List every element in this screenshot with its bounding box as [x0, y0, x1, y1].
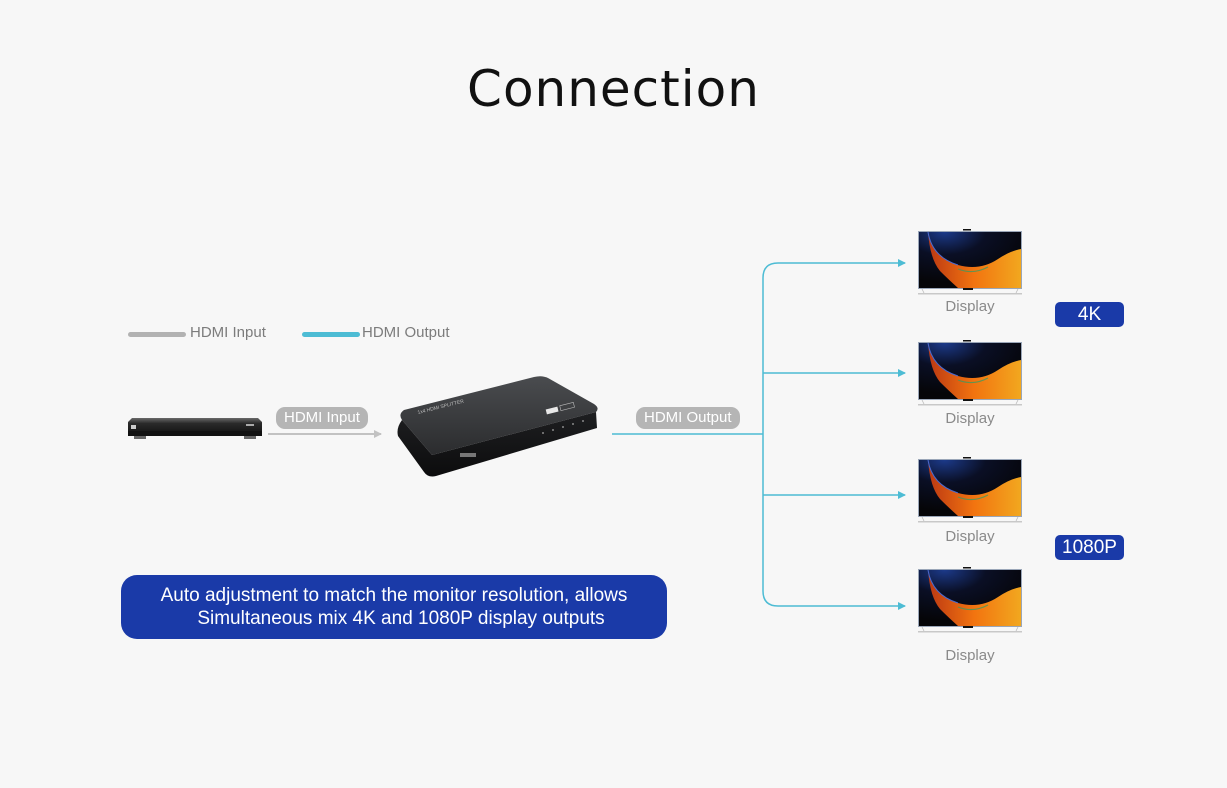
display-label: Display [945, 410, 995, 427]
output-branch-4 [762, 434, 906, 610]
legend-output-swatch [302, 332, 360, 337]
tv-icon [918, 340, 1022, 406]
legend-output-label: HDMI Output [362, 324, 450, 341]
display-4 [918, 567, 1022, 635]
legend-input-label: HDMI Input [190, 324, 266, 341]
output-branch-1 [762, 259, 906, 434]
output-link-label: HDMI Output [636, 407, 740, 429]
display-label: Display [945, 528, 995, 545]
display-1 [918, 229, 1022, 297]
tv-icon [918, 229, 1022, 295]
page-title: Connection [467, 60, 760, 118]
display-label: Display [945, 647, 995, 664]
display-label: Display [945, 298, 995, 315]
note-line-2: Simultaneous mix 4K and 1080P display ou… [197, 608, 605, 629]
input-link-label: HDMI Input [276, 407, 368, 429]
resolution-badge-4k: 4K [1055, 302, 1124, 327]
display-2 [918, 340, 1022, 408]
note-box: Auto adjustment to match the monitor res… [121, 575, 667, 639]
resolution-badge-1080p: 1080P [1055, 535, 1124, 560]
note-line-1: Auto adjustment to match the monitor res… [160, 585, 628, 606]
tv-icon [918, 457, 1022, 523]
display-3 [918, 457, 1022, 525]
tv-icon [918, 567, 1022, 633]
legend-input-swatch [128, 332, 186, 337]
